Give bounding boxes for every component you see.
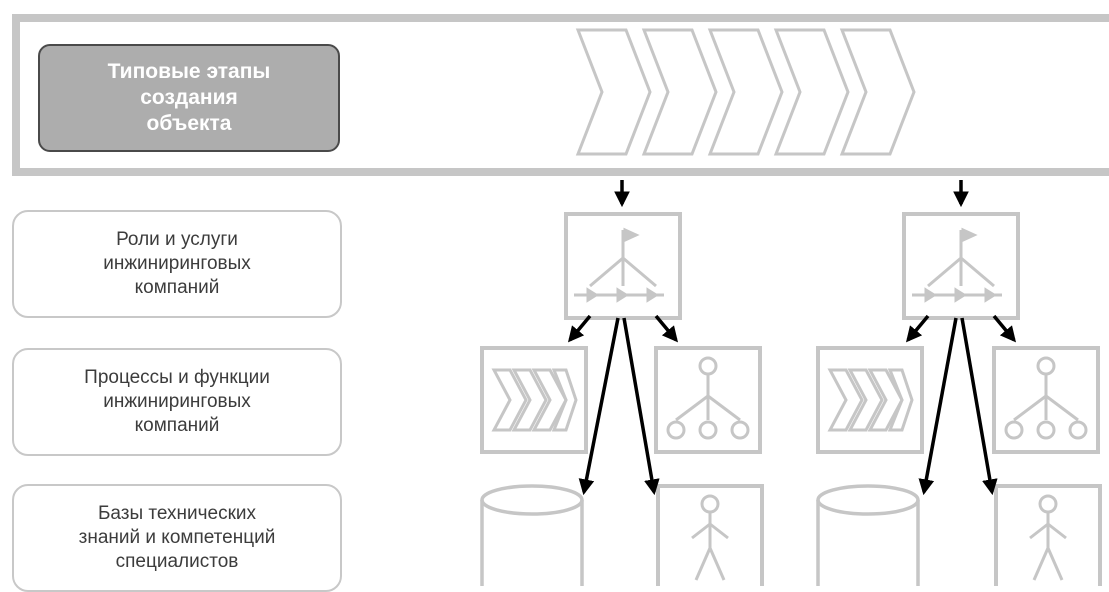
stages-frame	[12, 14, 1109, 176]
title-text: Типовые этапы создания объекта	[107, 60, 271, 135]
role-tree-icon	[564, 212, 682, 320]
org-chart-icon	[992, 346, 1100, 454]
person-icon	[656, 484, 764, 586]
arrow-role-to-process	[567, 314, 592, 343]
mini-chevron-process-icon	[480, 346, 588, 454]
chevron-process-icon	[576, 28, 916, 156]
title-box: Типовые этапы создания объекта	[38, 44, 340, 152]
role-tree-icon	[902, 212, 1020, 320]
database-icon	[480, 484, 584, 586]
database-icon	[816, 484, 920, 586]
arrow-role-to-org	[992, 314, 1017, 343]
person-icon	[994, 484, 1102, 586]
arrow-role-to-person	[960, 317, 998, 496]
row-label-knowledge-text: Базы технических знаний и компетенций сп…	[78, 503, 276, 572]
row-label-processes-text: Процессы и функции инжиниринговых компан…	[84, 367, 270, 436]
row-label-roles-text: Роли и услуги инжиниринговых компаний	[103, 229, 251, 298]
row-label-processes: Процессы и функции инжиниринговых компан…	[12, 348, 342, 456]
arrow-role-to-process	[905, 314, 930, 343]
row-label-knowledge: Базы технических знаний и компетенций сп…	[12, 484, 342, 592]
mini-chevron-process-icon	[816, 346, 924, 454]
arrow-role-to-person	[622, 317, 660, 496]
arrow-role-to-database	[918, 317, 958, 496]
row-label-roles: Роли и услуги инжиниринговых компаний	[12, 210, 342, 318]
arrow-role-to-database	[578, 317, 620, 496]
org-chart-icon	[654, 346, 762, 454]
arrow-role-to-org	[654, 314, 679, 343]
